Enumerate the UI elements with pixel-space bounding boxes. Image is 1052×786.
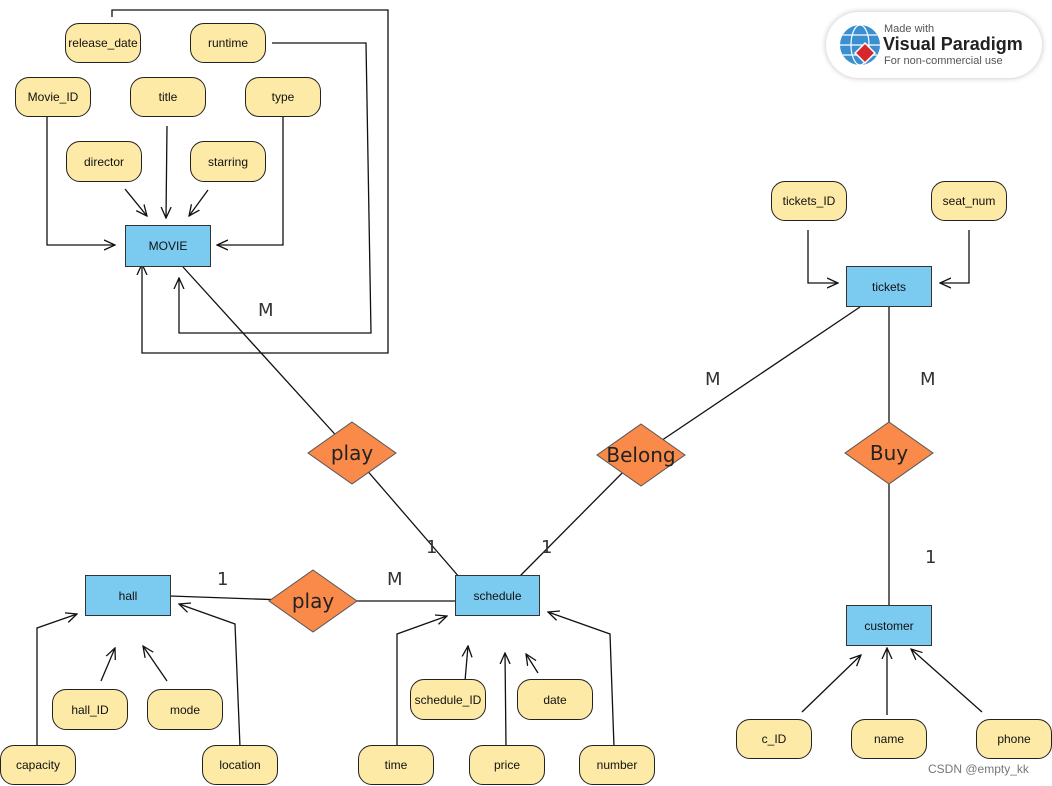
attribute-price[interactable]: price: [469, 745, 545, 785]
attribute-phone[interactable]: phone: [976, 719, 1052, 759]
relationship-buy[interactable]: Buy: [844, 421, 934, 485]
movie-id-connector: [46, 115, 115, 245]
entity-tickets[interactable]: tickets: [846, 266, 932, 307]
time-connector: [396, 616, 447, 747]
attribute-seat-num[interactable]: seat_num: [931, 181, 1007, 221]
hall-id-connector: [100, 648, 115, 682]
watermark-subtitle: For non-commercial use: [884, 55, 1003, 67]
attribute-location[interactable]: location: [202, 745, 278, 785]
cardinality-customer-buy: 1: [925, 547, 937, 568]
relationship-label: Buy: [869, 441, 909, 465]
relationship-belong[interactable]: Belong: [596, 423, 686, 487]
cardinality-tickets-belong: M: [705, 369, 721, 390]
entity-customer[interactable]: customer: [846, 605, 932, 646]
attribute-title[interactable]: title: [130, 77, 206, 117]
attribute-director[interactable]: director: [66, 141, 142, 182]
attribute-c-id[interactable]: c_ID: [736, 719, 812, 759]
location-connector: [179, 604, 241, 748]
attribute-time[interactable]: time: [358, 745, 434, 785]
diamond-shape: [596, 423, 686, 487]
tickets-id-connector: [807, 230, 838, 283]
play-schedule-link: [351, 452, 461, 579]
title-connector: [166, 125, 167, 218]
phone-connector: [911, 649, 983, 713]
mode-connector: [143, 646, 168, 682]
attribute-release-date[interactable]: release_date: [65, 23, 141, 63]
attribute-type[interactable]: type: [245, 77, 321, 117]
credit-text: CSDN @empty_kk: [928, 762, 1029, 776]
entity-schedule[interactable]: schedule: [455, 575, 540, 616]
price-connector: [505, 653, 506, 748]
belong-schedule-link: [519, 454, 641, 577]
attribute-tickets-id[interactable]: tickets_ID: [771, 181, 847, 221]
attribute-number[interactable]: number: [579, 745, 655, 785]
watermark-made-with: Made with: [884, 23, 935, 35]
schedule-id-connector: [465, 646, 468, 682]
visual-paradigm-watermark: Made with Visual Paradigm For non-commer…: [826, 12, 1042, 78]
cardinality-hall-play: 1: [217, 569, 229, 590]
cardinality-tickets-buy: M: [920, 369, 936, 390]
diamond-shape: [307, 421, 397, 485]
seat-num-connector: [940, 230, 970, 283]
release-date-connector: [111, 9, 389, 354]
watermark-brand: Visual Paradigm: [883, 34, 1023, 54]
attribute-date[interactable]: date: [517, 679, 593, 720]
tickets-belong-link: [639, 306, 861, 456]
attribute-name[interactable]: name: [851, 719, 927, 759]
relationship-play-hall[interactable]: play: [268, 569, 358, 633]
attribute-runtime[interactable]: runtime: [190, 23, 266, 63]
diamond-shape: [844, 421, 934, 485]
date-connector: [526, 654, 539, 674]
runtime-connector: [179, 42, 372, 334]
attribute-hall-id[interactable]: hall_ID: [52, 689, 128, 730]
attribute-schedule-id[interactable]: schedule_ID: [410, 679, 486, 720]
capacity-connector: [36, 614, 77, 748]
cardinality-movie-play: M: [258, 300, 274, 321]
cardinality-play-schedule: M: [387, 569, 403, 590]
type-connector: [217, 115, 284, 245]
number-connector: [548, 612, 615, 748]
globe-logo-icon: [840, 24, 880, 66]
entity-hall[interactable]: hall: [85, 575, 171, 616]
entity-movie[interactable]: MOVIE: [125, 225, 211, 267]
attribute-movie-id[interactable]: Movie_ID: [15, 77, 91, 117]
relationship-label: Belong: [606, 443, 676, 467]
cardinality-schedule-play: 1: [426, 537, 438, 558]
starring-connector: [189, 189, 209, 216]
relationship-play-movie[interactable]: play: [307, 421, 397, 485]
cardinality-schedule-belong: 1: [541, 537, 553, 558]
movie-play-link: [182, 266, 353, 454]
relationship-label: play: [330, 441, 374, 465]
attribute-starring[interactable]: starring: [190, 141, 266, 182]
director-connector: [124, 188, 147, 216]
attribute-capacity[interactable]: capacity: [0, 745, 76, 785]
relationship-label: play: [291, 589, 335, 613]
diamond-shape: [268, 569, 358, 633]
c-id-connector: [801, 655, 861, 713]
attribute-mode[interactable]: mode: [147, 689, 223, 730]
